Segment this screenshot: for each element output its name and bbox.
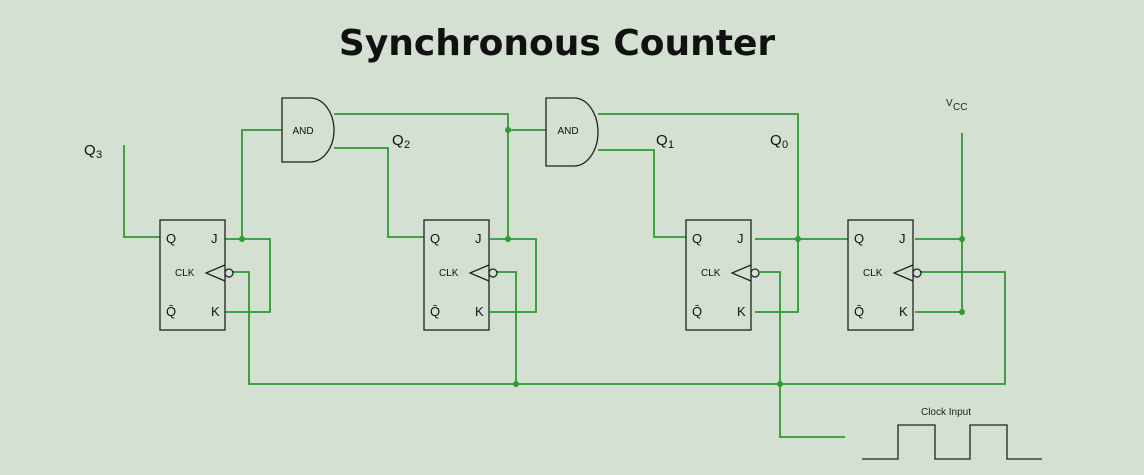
wire-ff3-k (755, 239, 799, 313)
q1-letter: Q (656, 132, 668, 149)
junction-dot (777, 381, 783, 387)
wire-clk-ff3 (760, 271, 781, 384)
label-q2: Q 2 (392, 132, 410, 151)
junction-dot (959, 309, 965, 315)
q0-subscript: 0 (782, 139, 788, 151)
diagram-title: Synchronous Counter (339, 23, 775, 64)
clock-input-signal: Clock Input (862, 407, 1042, 460)
wire-clock-input (779, 384, 845, 438)
ff-q-pin: Q (430, 231, 440, 246)
clock-input-label: Clock Input (921, 407, 971, 418)
ff-qbar-pin: Q̄ (166, 304, 176, 319)
ff-j-pin: J (899, 231, 906, 246)
junction-dots (239, 127, 965, 387)
vcc-subscript: CC (953, 102, 967, 113)
wire-and2-output (598, 113, 799, 239)
wire-ff2-jk-tie (490, 238, 537, 313)
ff-qbar-pin: Q̄ (430, 304, 440, 319)
and-gate-label: AND (292, 126, 313, 137)
ff-clk-pin: CLK (439, 268, 459, 279)
vcc-letter: V (946, 98, 953, 109)
ff-j-pin: J (211, 231, 218, 246)
label-q0: Q 0 (770, 132, 788, 151)
label-vcc: V CC (946, 98, 967, 113)
ff-qbar-pin: Q̄ (854, 304, 864, 319)
wire-q3-output (123, 145, 164, 238)
ff-j-pin: J (737, 231, 744, 246)
and-gate-2: AND (545, 97, 599, 167)
ff-k-pin: K (737, 304, 746, 319)
and-gate-label: AND (557, 126, 578, 137)
jk-flipflop-1: Q J CLK Q̄ K (159, 219, 234, 331)
ff-qbar-pin: Q̄ (692, 304, 702, 319)
ff-clk-pin: CLK (175, 268, 195, 279)
q1-subscript: 1 (668, 139, 674, 151)
jk-flipflop-3: Q J CLK Q̄ K (685, 219, 760, 331)
ff-k-pin: K (475, 304, 484, 319)
wire-ff1-jk-tie (222, 238, 271, 313)
wire-clock-bus (230, 271, 1006, 385)
wire-vcc (915, 133, 963, 313)
ff-q-pin: Q (692, 231, 702, 246)
q2-letter: Q (392, 132, 404, 149)
junction-dot (239, 236, 245, 242)
q2-subscript: 2 (404, 139, 410, 151)
wire-q2-output (334, 147, 425, 238)
junction-dot (505, 127, 511, 133)
junction-dot (513, 381, 519, 387)
wire-and1-input-a (241, 129, 282, 239)
jk-flipflop-2: Q J CLK Q̄ K (423, 219, 498, 331)
wire-q1-output (598, 149, 688, 238)
label-q3: Q 3 (84, 142, 102, 161)
label-q1: Q 1 (656, 132, 674, 151)
wire-and1-to-ff2 (334, 113, 509, 239)
ff-q-pin: Q (854, 231, 864, 246)
junction-dot (505, 236, 511, 242)
junction-dot (795, 236, 801, 242)
ff-k-pin: K (211, 304, 220, 319)
junction-dot (959, 236, 965, 242)
clock-waveform (862, 424, 1042, 460)
ff-k-pin: K (899, 304, 908, 319)
q3-subscript: 3 (96, 149, 102, 161)
ff-clk-pin: CLK (701, 268, 721, 279)
wire-clk-ff2 (493, 271, 517, 384)
jk-flipflop-4: Q J CLK Q̄ K (847, 219, 922, 331)
q0-letter: Q (770, 132, 782, 149)
and-gate-1: AND (281, 97, 335, 163)
wires (123, 113, 1006, 438)
q3-letter: Q (84, 142, 96, 159)
ff-q-pin: Q (166, 231, 176, 246)
ff-j-pin: J (475, 231, 482, 246)
ff-clk-pin: CLK (863, 268, 883, 279)
